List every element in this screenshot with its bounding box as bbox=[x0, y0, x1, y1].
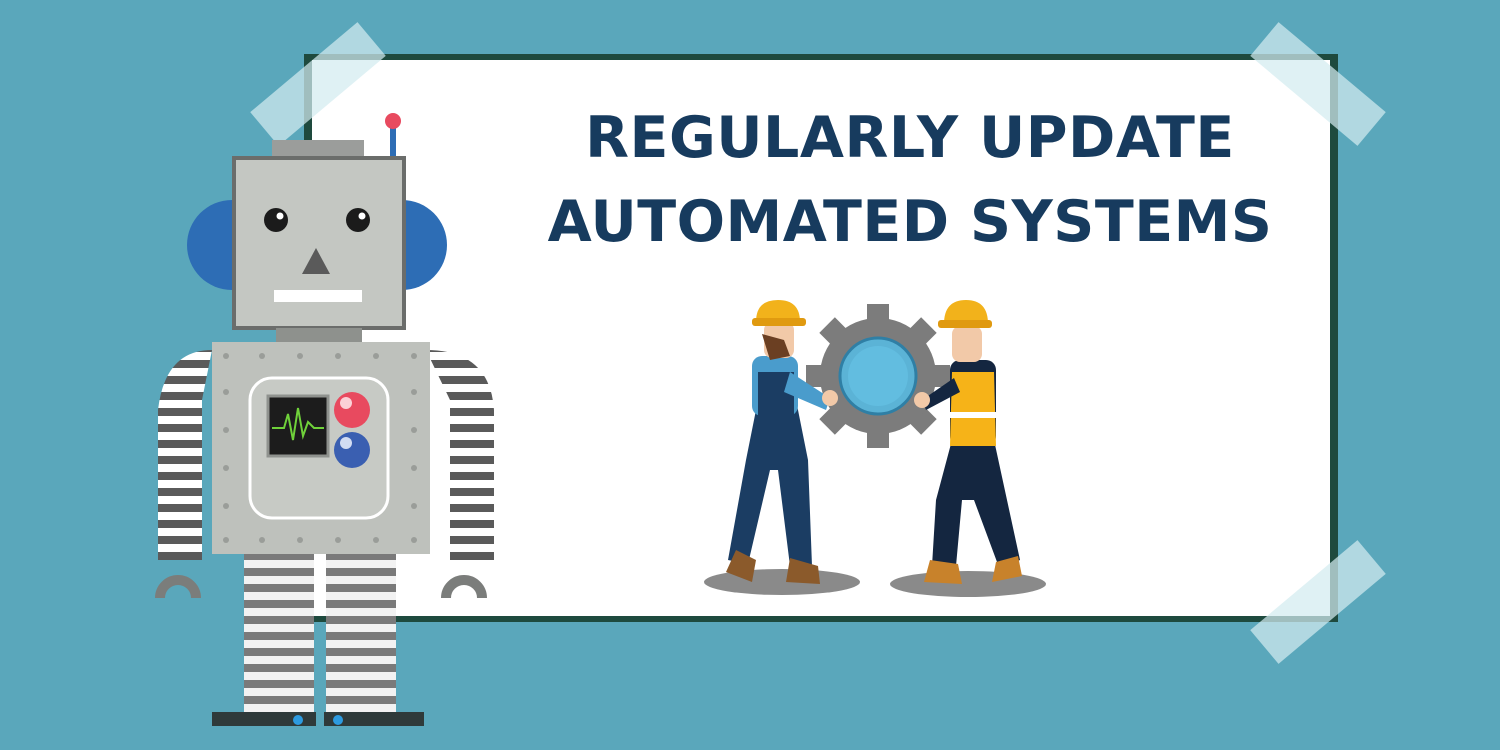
robot-illustration bbox=[155, 113, 494, 726]
gear-icon bbox=[806, 304, 950, 448]
headline-line-2: AUTOMATED SYSTEMS bbox=[547, 189, 1273, 255]
worker-right bbox=[914, 300, 1022, 584]
headline: REGULARLY UPDATE AUTOMATED SYSTEMS bbox=[430, 96, 1390, 264]
workers-with-gear-illustration bbox=[704, 300, 1046, 597]
heartbeat-monitor-icon bbox=[266, 394, 330, 458]
headline-line-1: REGULARLY UPDATE bbox=[585, 105, 1235, 171]
worker-left bbox=[726, 300, 838, 584]
